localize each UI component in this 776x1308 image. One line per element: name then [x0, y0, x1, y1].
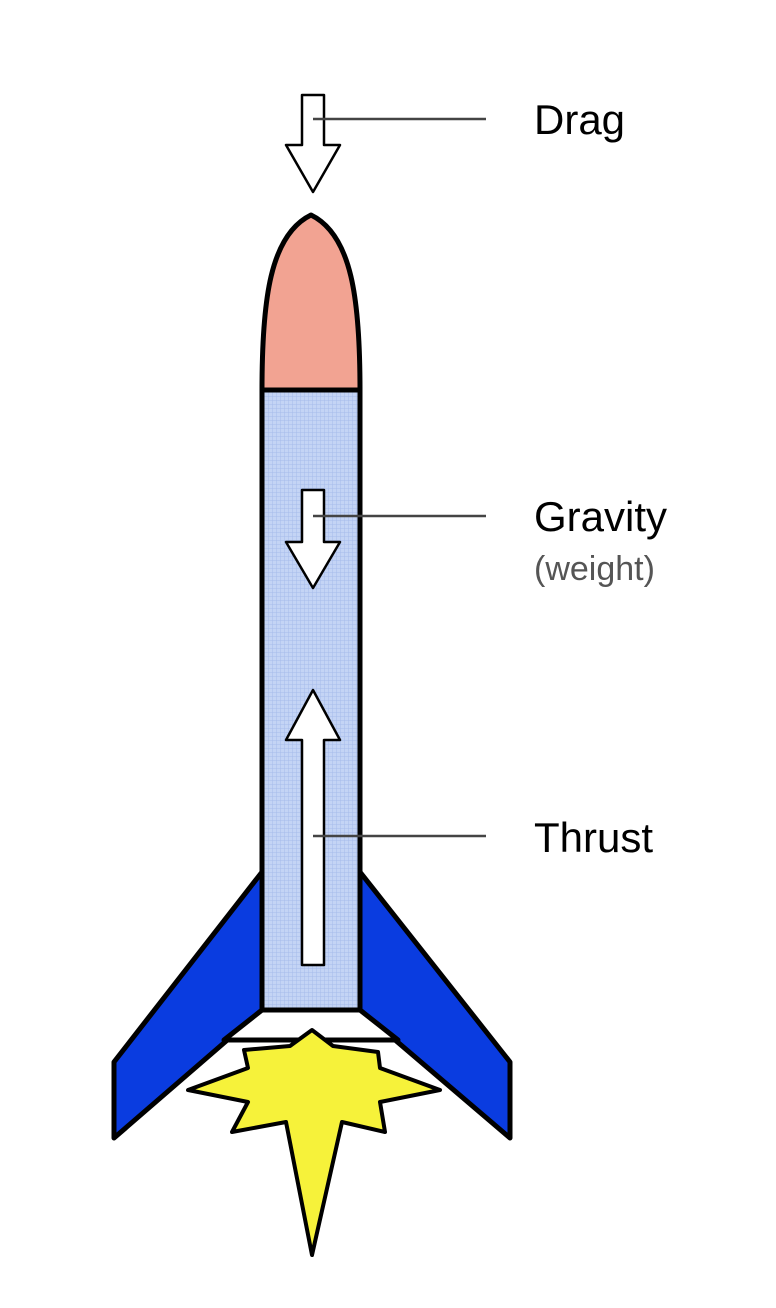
gravity-label: Gravity [534, 493, 667, 540]
drag-label: Drag [534, 96, 625, 143]
weight-sublabel: (weight) [534, 550, 655, 588]
gravity-arrow-icon [284, 488, 342, 590]
thrust-label: Thrust [534, 814, 653, 861]
exhaust-flame [186, 1028, 442, 1257]
thrust-arrow-icon [284, 688, 342, 967]
nose-cone [259, 212, 363, 393]
drag-arrow-icon [284, 93, 342, 194]
